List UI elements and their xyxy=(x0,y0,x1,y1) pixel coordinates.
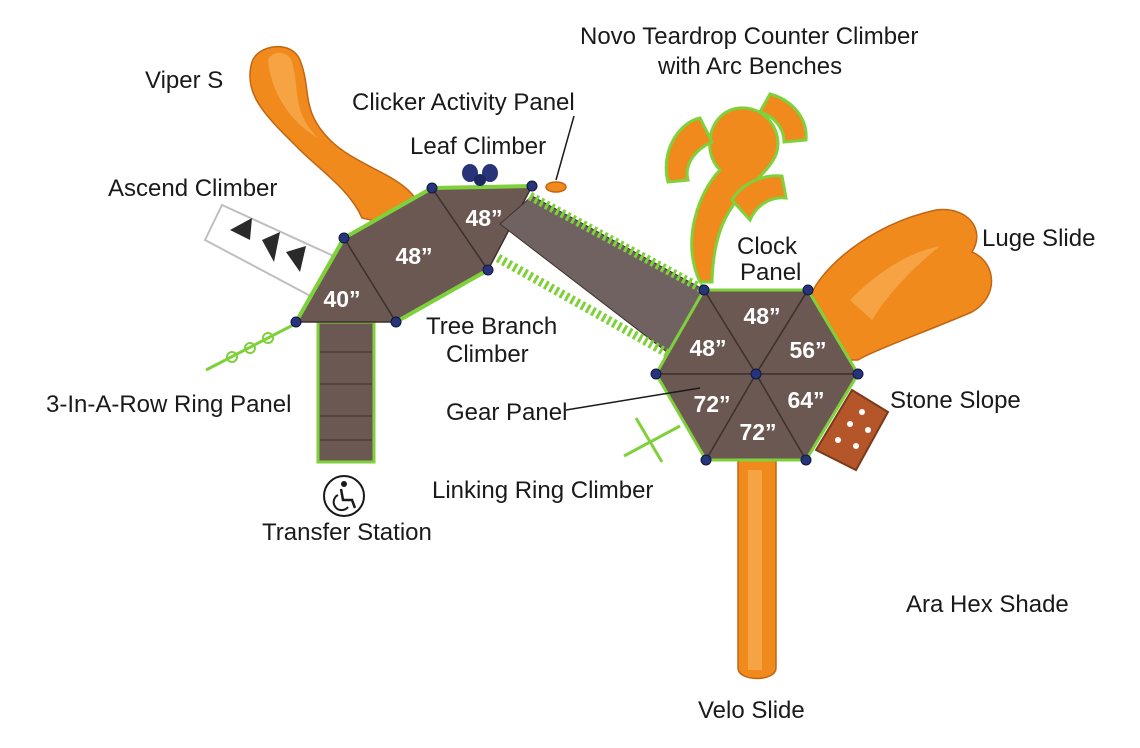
label-ascend-climber: Ascend Climber xyxy=(108,175,277,202)
luge-slide xyxy=(811,208,993,361)
posts xyxy=(290,180,864,466)
label-leaf-climber: Leaf Climber xyxy=(410,133,546,160)
deck-height-left-small: 40” xyxy=(323,286,360,312)
label-tree-branch-line1: Tree Branch xyxy=(426,313,557,340)
left-deck-cluster xyxy=(294,184,534,324)
deck-height-hex-top: 48” xyxy=(743,303,780,329)
leader-lines xyxy=(555,115,701,411)
label-clock-panel-line2: Panel xyxy=(740,259,801,286)
deck-height-left-upper: 48” xyxy=(465,205,502,231)
deck-height-hex-bottom-right: 64” xyxy=(787,387,824,413)
label-ara-hex-shade: Ara Hex Shade xyxy=(906,591,1069,618)
wheelchair-accessible-icon xyxy=(323,475,365,517)
viper-s-slide xyxy=(249,45,416,226)
three-in-a-row-ring-panel xyxy=(205,322,296,372)
label-stone-slope: Stone Slope xyxy=(890,387,1021,414)
labels: Viper S Clicker Activity Panel Leaf Clim… xyxy=(46,23,1095,724)
deck-heights: 40” 48” 48” 48” 48” 56” 72” 64” 72” xyxy=(323,205,826,445)
label-clicker-activity-panel: Clicker Activity Panel xyxy=(352,89,575,116)
deck-height-hex-bottom-left: 72” xyxy=(693,391,730,417)
label-three-in-a-row: 3-In-A-Row Ring Panel xyxy=(46,391,291,418)
label-tree-branch-line2: Climber xyxy=(446,341,529,368)
label-luge-slide: Luge Slide xyxy=(982,225,1095,252)
deck-height-hex-left: 48” xyxy=(689,335,726,361)
label-novo-teardrop-line1: Novo Teardrop Counter Climber xyxy=(580,23,918,50)
label-clock-panel-line1: Clock xyxy=(737,233,798,260)
clicker-activity-panel xyxy=(545,181,567,193)
label-transfer-station: Transfer Station xyxy=(262,519,432,546)
deck-height-hex-bottom: 72” xyxy=(739,419,776,445)
transfer-station xyxy=(316,320,376,464)
stone-slope xyxy=(814,388,890,472)
label-gear-panel: Gear Panel xyxy=(446,399,567,426)
label-velo-slide: Velo Slide xyxy=(698,697,805,724)
label-novo-teardrop-line2: with Arc Benches xyxy=(657,53,842,80)
deck-height-left-center: 48” xyxy=(395,243,432,269)
novo-teardrop-climber xyxy=(664,92,808,284)
label-linking-ring-climber: Linking Ring Climber xyxy=(432,477,653,504)
velo-slide xyxy=(737,459,777,680)
linking-ring-climber xyxy=(623,417,681,463)
leaf-climber xyxy=(462,164,498,186)
label-viper-s: Viper S xyxy=(145,67,223,94)
deck-height-hex-right: 56” xyxy=(789,337,826,363)
